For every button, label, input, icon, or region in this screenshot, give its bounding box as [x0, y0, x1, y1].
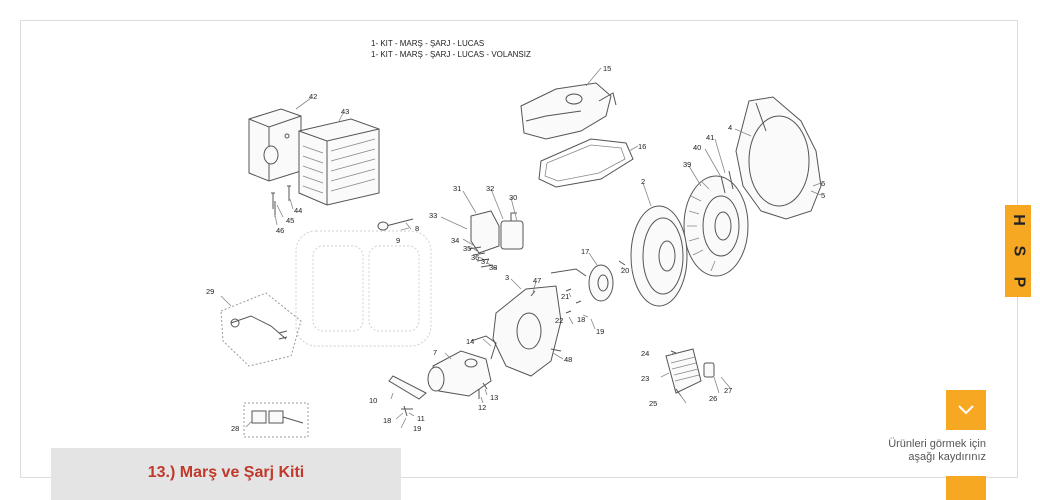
hsp-letter-s: S [1009, 245, 1027, 257]
part-label-16: 16 [638, 142, 646, 151]
part-label-21: 21 [561, 292, 569, 301]
part-label-40: 40 [693, 143, 701, 152]
part-label-34: 34 [451, 236, 459, 245]
part-label-42: 42 [309, 92, 317, 101]
part-label-8: 8 [415, 224, 419, 233]
part-label-25: 25 [649, 399, 657, 408]
part-label-37: 37 [481, 257, 489, 266]
wiring-harness-part [220, 292, 302, 367]
part-label-10: 10 [369, 396, 377, 405]
starter-bracket-part [388, 375, 427, 400]
muffler-guard-part [298, 118, 380, 206]
stator-part [550, 264, 614, 302]
part-label-20: 20 [621, 266, 629, 275]
part-label-18b: 18 [383, 416, 391, 425]
hsp-letter-p: P [1009, 276, 1027, 287]
fan-housing-part [735, 96, 822, 220]
part-label-39: 39 [683, 160, 691, 169]
relay-part [243, 402, 309, 438]
part-label-26: 26 [709, 394, 717, 403]
fan-wheel-part [683, 175, 749, 277]
part-label-2: 2 [641, 177, 645, 186]
diagram-header-line-1: 1- KIT - MARŞ - ŞARJ - LUCAS [371, 39, 484, 48]
part-label-45: 45 [286, 216, 294, 225]
part-label-7: 7 [433, 348, 437, 357]
part-label-48: 48 [564, 355, 572, 364]
diagram-header-line-2: 1- KIT - MARŞ - ŞARJ - LUCAS - VOLANSIZ [371, 50, 531, 59]
product-title: 13.) Marş ve Şarj Kiti [147, 464, 305, 481]
part-label-41: 41 [706, 133, 714, 142]
part-label-19b: 19 [413, 424, 421, 433]
engine-ghost-outline [295, 230, 432, 347]
secondary-scroll-button[interactable] [946, 476, 986, 500]
part-label-35: 35 [463, 244, 471, 253]
part-label-9: 9 [396, 236, 400, 245]
part-label-6: 6 [821, 179, 825, 188]
part-label-44: 44 [294, 206, 302, 215]
part-label-11: 11 [417, 414, 425, 423]
starter-motor-part [427, 350, 492, 397]
part-label-4: 4 [728, 123, 732, 132]
part-label-32: 32 [486, 184, 494, 193]
cover-part [520, 82, 617, 140]
part-label-38: 38 [489, 263, 497, 272]
flywheel-part [630, 205, 688, 307]
scroll-hint: Ürünleri görmek için aşağı kaydırınız [888, 438, 986, 464]
part-label-33: 33 [429, 211, 437, 220]
part-label-31: 31 [453, 184, 461, 193]
part-label-14: 14 [466, 337, 474, 346]
exploded-parts-diagram: 1- KIT - MARŞ - ŞARJ - LUCAS 1- KIT - MA… [206, 39, 825, 438]
part-label-43: 43 [341, 107, 349, 116]
back-plate-part [492, 285, 562, 377]
muffler-part [248, 108, 302, 182]
scroll-down-button[interactable] [946, 390, 986, 430]
part-label-13: 13 [490, 393, 498, 402]
part-label-36: 36 [471, 253, 479, 262]
part-label-3: 3 [505, 273, 509, 282]
part-number-labels: 42 43 44 45 46 15 16 41 40 4 39 6 5 2 31… [206, 64, 825, 433]
part-label-22: 22 [555, 316, 563, 325]
part-label-46: 46 [276, 226, 284, 235]
part-label-24: 24 [641, 349, 649, 358]
part-label-17: 17 [581, 247, 589, 256]
product-caption: 13.) Marş ve Şarj Kiti [51, 448, 401, 500]
diagram-frame: 1- KIT - MARŞ - ŞARJ - LUCAS 1- KIT - MA… [20, 20, 1018, 478]
gasket-part [538, 138, 634, 188]
part-label-15: 15 [603, 64, 611, 73]
part-label-5: 5 [821, 191, 825, 200]
hsp-letter-h: H [1010, 214, 1027, 227]
part-label-27: 27 [724, 386, 732, 395]
part-label-30: 30 [509, 193, 517, 202]
hsp-side-tab[interactable]: H S P [1005, 205, 1031, 297]
scroll-hint-line-1: Ürünleri görmek için [888, 438, 986, 450]
part-label-19: 19 [596, 327, 604, 336]
part-label-29: 29 [206, 287, 214, 296]
scroll-hint-line-2: aşağı kaydırınız [908, 451, 986, 463]
bracket-group-part [468, 210, 524, 268]
part-label-12: 12 [478, 403, 486, 412]
part-label-23: 23 [641, 374, 649, 383]
part-label-18: 18 [577, 315, 585, 324]
part-label-28: 28 [231, 424, 239, 433]
part-label-47: 47 [533, 276, 541, 285]
chevron-down-icon [958, 405, 974, 415]
regulator-part [665, 348, 715, 397]
